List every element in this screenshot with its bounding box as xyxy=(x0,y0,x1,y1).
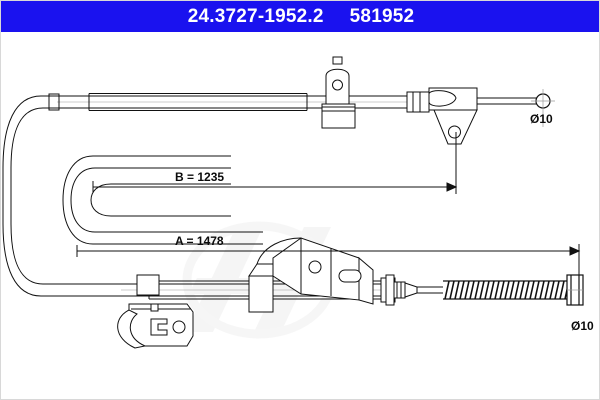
header-bar: 24.3727-1952.2 581952 xyxy=(1,1,599,32)
dimension-label-a: A = 1478 xyxy=(175,234,224,248)
threaded-adjuster xyxy=(380,274,418,306)
round-cable-end-fitting xyxy=(531,89,555,127)
cable-return-loop-innermost xyxy=(90,183,231,217)
lower-bracket-square-slot xyxy=(150,318,168,336)
cylindrical-end-fitting xyxy=(566,274,584,306)
cable-assembly-diagram xyxy=(2,56,584,349)
guide-bracket-slot xyxy=(338,269,362,283)
upper-bracket-hole xyxy=(332,79,343,91)
cable-return-loop-outer xyxy=(2,95,121,297)
lower-bracket-hole xyxy=(172,320,186,334)
upper-cable-sheath xyxy=(57,95,421,109)
diameter-label-bottom: Ø10 xyxy=(571,319,594,333)
upper-end-rod xyxy=(477,97,537,105)
adjuster-connecting-rod xyxy=(417,286,443,294)
upper-cable-thick-section xyxy=(88,93,308,111)
lower-mounting-bracket xyxy=(117,274,194,349)
part-number-title: 24.3727-1952.2 xyxy=(187,5,324,27)
upper-sheath-left-cap xyxy=(48,93,60,111)
guide-bracket-round-hole xyxy=(308,260,322,274)
reference-number-title: 581952 xyxy=(349,5,415,27)
dimension-line-b xyxy=(92,132,458,194)
dimension-line-a xyxy=(76,244,581,282)
technical-drawing-canvas: B = 1235 A = 1478 Ø10 Ø10 xyxy=(1,32,599,399)
triangular-bracket-hole xyxy=(448,125,461,139)
triangular-end-bracket xyxy=(406,87,478,145)
dimension-label-b: B = 1235 xyxy=(175,170,225,184)
coil-spring-section xyxy=(443,280,570,300)
upper-mounting-bracket xyxy=(321,56,356,129)
diameter-label-top: Ø10 xyxy=(530,112,553,126)
cable-return-loop-inner xyxy=(62,155,231,245)
